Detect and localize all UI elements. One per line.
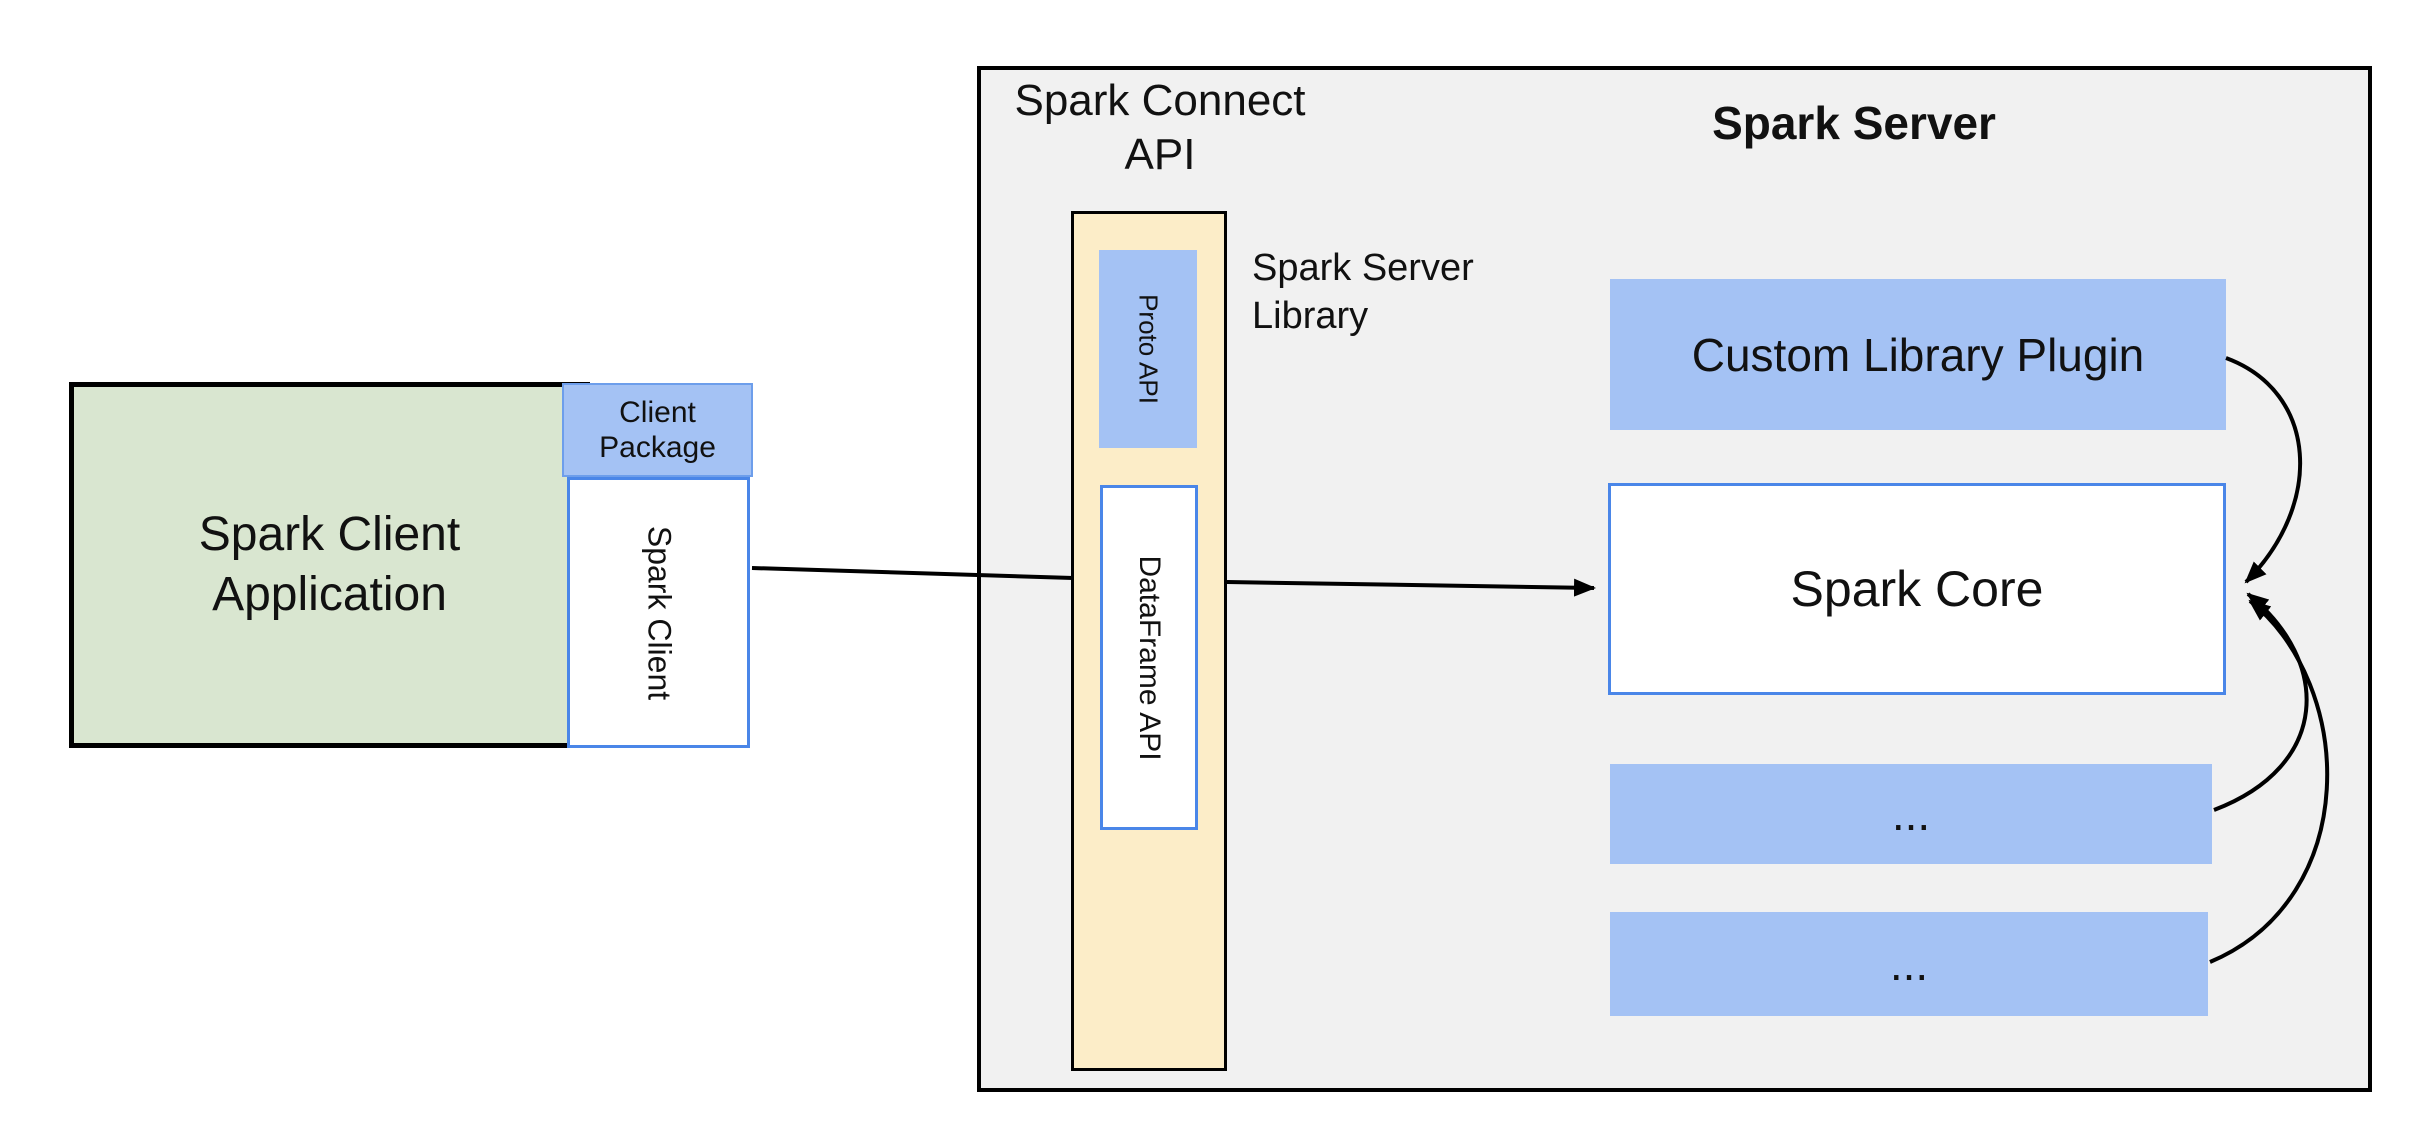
client-package-label-line1: Client	[619, 396, 696, 429]
custom-library-plugin-box: Custom Library Plugin	[1610, 279, 2226, 430]
spark-connect-api-title-line1: Spark Connect	[1014, 76, 1306, 125]
spark-server-library-label-line2: Library	[1252, 295, 1369, 337]
client-package-box: Client Package	[562, 383, 753, 477]
dataframe-api-box: DataFrame API	[1100, 485, 1198, 830]
spark-client-application-label-line1: Spark Client	[198, 508, 461, 561]
dataframe-api-label: DataFrame API	[1133, 554, 1166, 761]
spark-client-application-box: Spark Client Application	[69, 382, 590, 748]
spark-server-library-label: Spark Server Library	[1252, 244, 1612, 340]
misc-plugin-box-2: ...	[1610, 912, 2208, 1016]
spark-client-box: Spark Client	[567, 477, 750, 748]
proto-api-box: Proto API	[1099, 250, 1197, 448]
proto-api-label: Proto API	[1133, 294, 1164, 404]
client-package-label-line2: Package	[599, 431, 716, 464]
spark-client-label: Spark Client	[641, 525, 677, 700]
spark-client-application-label-line2: Application	[212, 568, 447, 621]
misc-plugin-box-1: ...	[1610, 764, 2212, 864]
spark-core-box: Spark Core	[1608, 483, 2226, 695]
spark-server-library-label-line1: Spark Server	[1252, 247, 1474, 289]
spark-server-title: Spark Server	[1712, 97, 1996, 149]
spark-connect-api-title-line2: API	[1124, 130, 1196, 179]
spark-connect-api-title: Spark Connect API	[960, 74, 1360, 182]
